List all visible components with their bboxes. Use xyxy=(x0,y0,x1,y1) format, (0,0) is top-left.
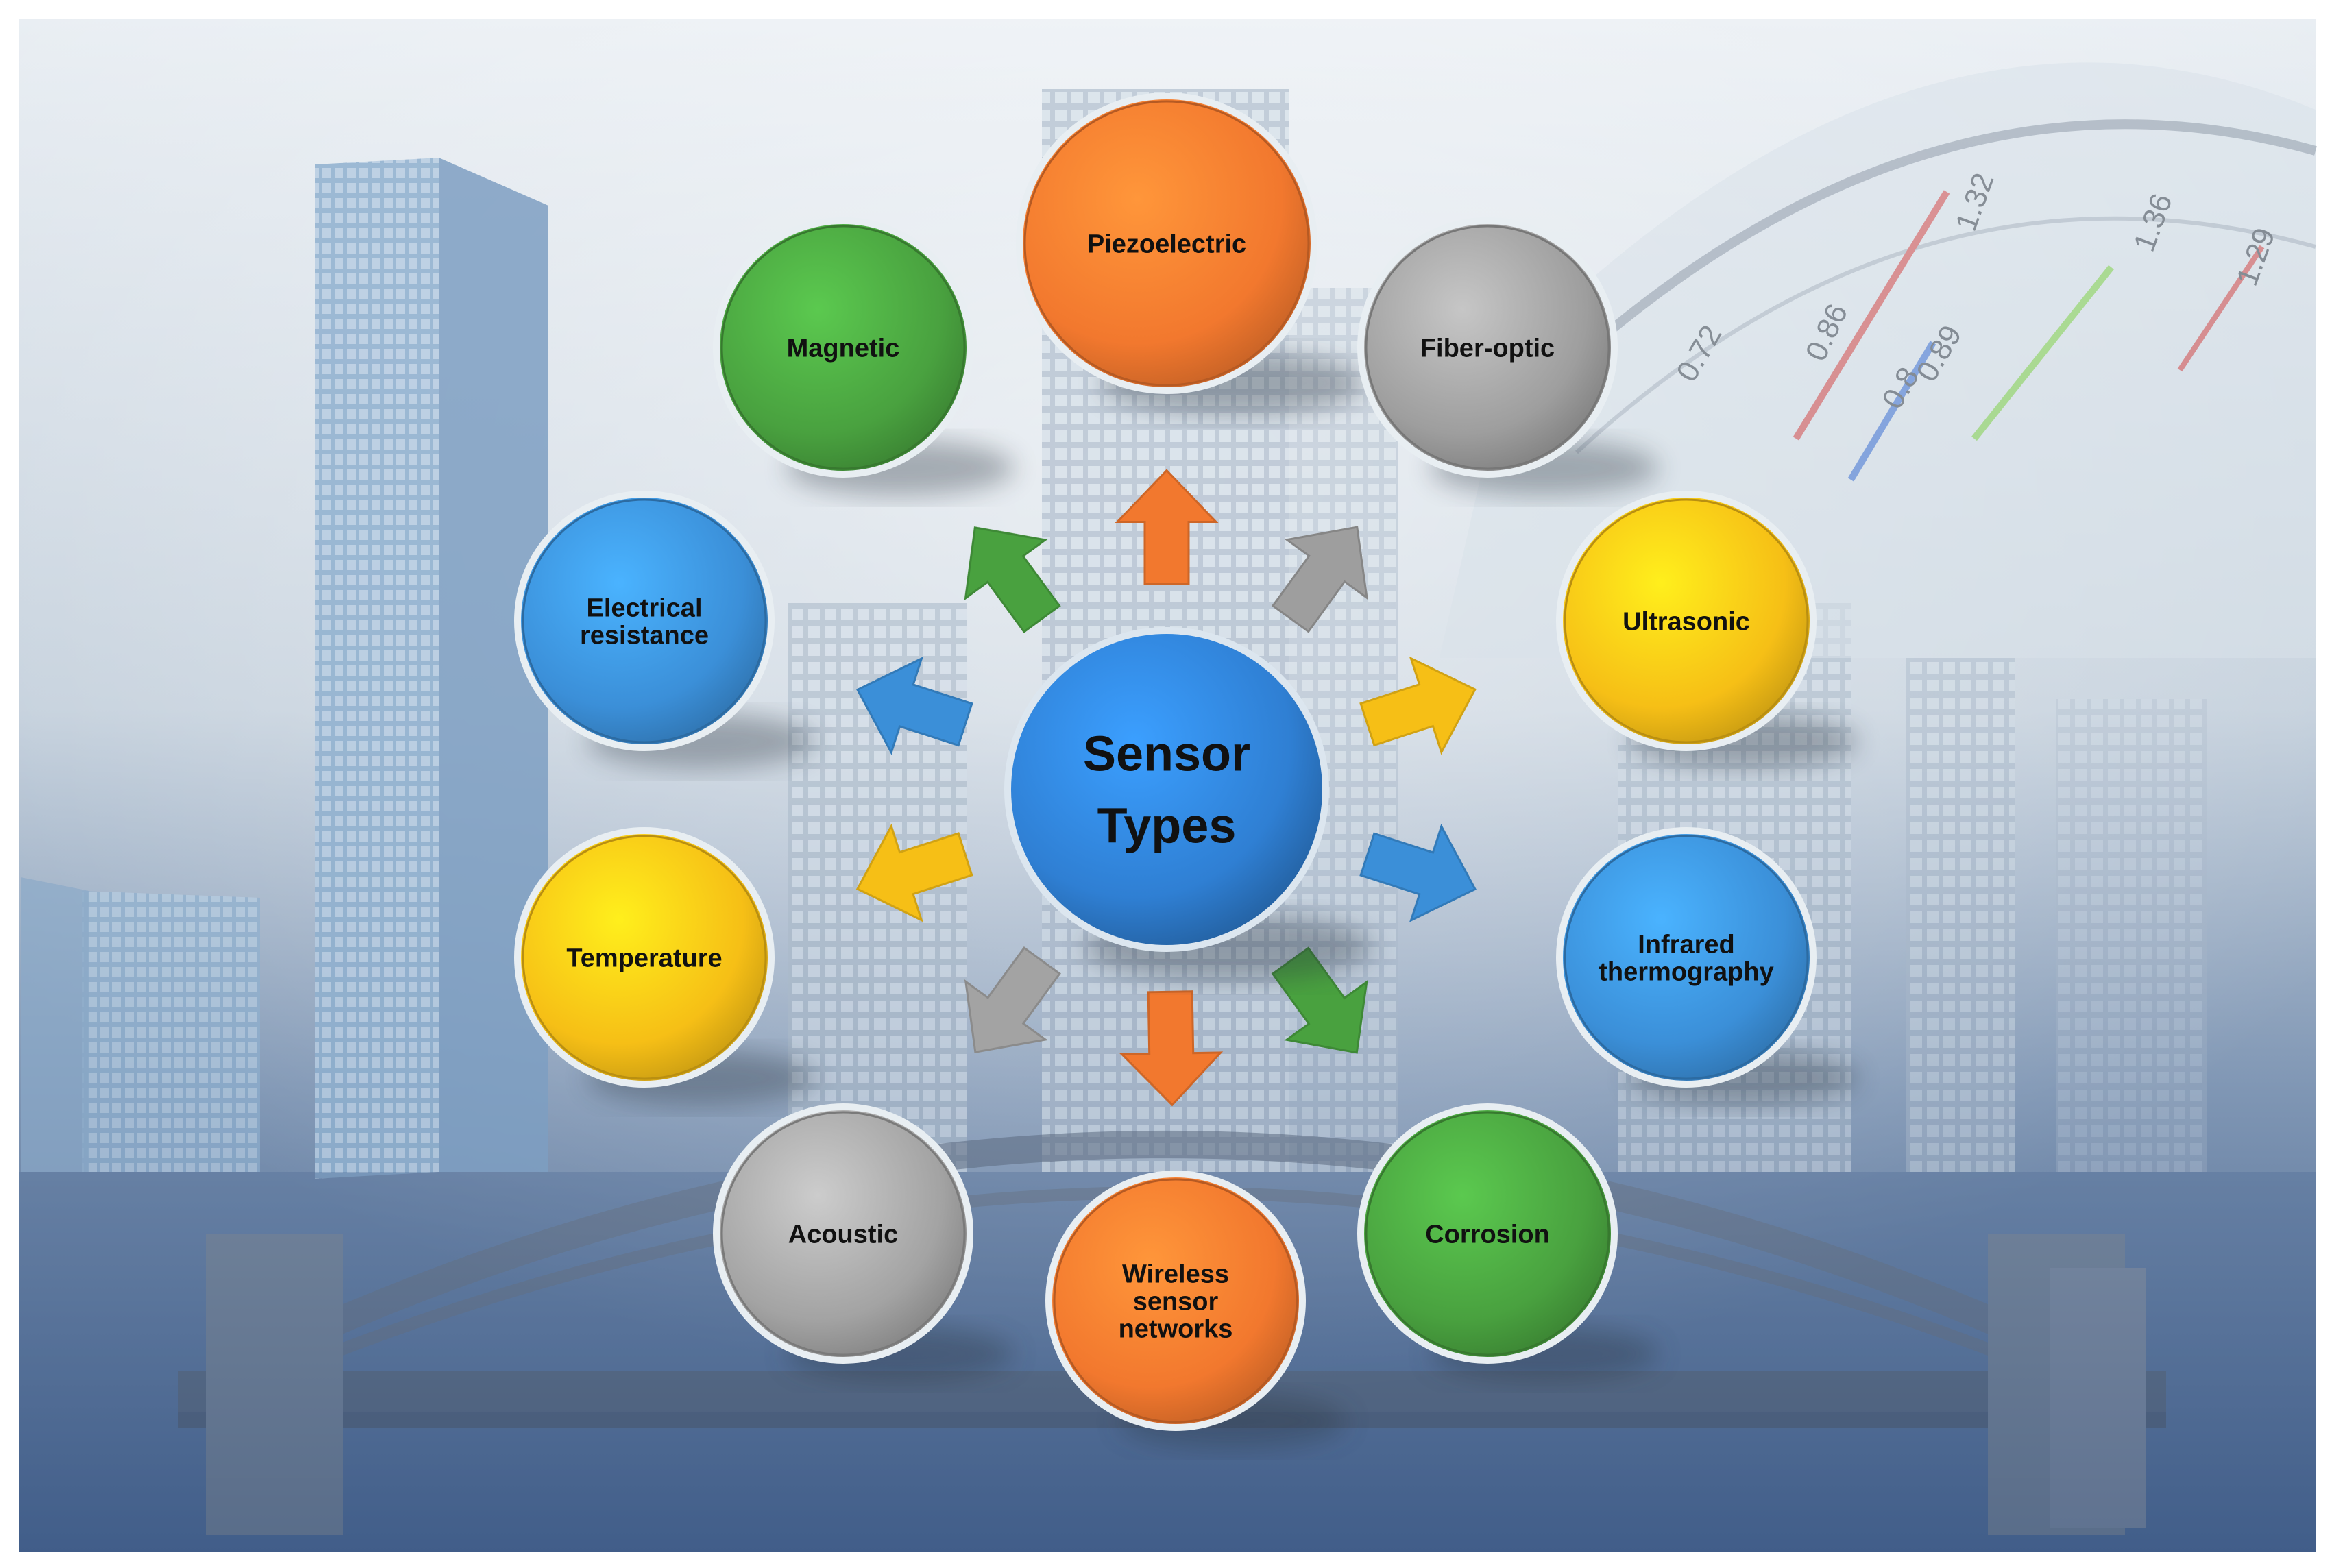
node-label: Fiber-optic xyxy=(1420,334,1555,363)
hub-label: Types xyxy=(1097,799,1237,854)
node-ring xyxy=(1564,835,1809,1080)
node-ring xyxy=(720,1111,966,1356)
node-fiber-optic: Fiber-optic xyxy=(1357,217,1618,478)
sensor-nodes: PiezoelectricFiber-opticUltrasonicInfrar… xyxy=(514,93,1817,1431)
yellow-circle-icon xyxy=(1556,491,1817,751)
node-label: Acoustic xyxy=(788,1220,898,1249)
node-label: Corrosion xyxy=(1425,1220,1550,1249)
node-label: Temperature xyxy=(566,944,722,972)
yellow-circle-icon xyxy=(514,827,775,1088)
node-label: Ultrasonic xyxy=(1623,607,1750,636)
node-ring xyxy=(522,498,767,744)
green-circle-icon xyxy=(1357,1103,1618,1364)
node-label: sensor xyxy=(1133,1287,1219,1316)
arrow-ultrasonic xyxy=(1359,656,1477,755)
connector-arrows xyxy=(855,469,1477,1107)
arrow-piezoelectric xyxy=(1115,469,1219,585)
green-circle-icon xyxy=(713,217,973,478)
node-ring xyxy=(1564,498,1809,744)
node-label: Electrical xyxy=(587,593,703,622)
node-ring xyxy=(522,835,767,1080)
node-label: Infrared xyxy=(1638,930,1734,959)
arrow-electrical-resistance xyxy=(855,657,973,755)
node-label: networks xyxy=(1119,1314,1233,1343)
node-ring xyxy=(720,225,966,470)
node-magnetic: Magnetic xyxy=(713,217,973,478)
node-piezoelectric: Piezoelectric xyxy=(1016,93,1317,394)
node-corrosion: Corrosion xyxy=(1357,1103,1618,1364)
blue-circle-icon xyxy=(514,491,775,751)
gray-circle-icon xyxy=(713,1103,973,1364)
node-ring xyxy=(1365,225,1610,470)
blue-circle-icon xyxy=(1004,627,1329,952)
hub-label: Sensor xyxy=(1083,727,1250,782)
arrow-fiber-optic xyxy=(1271,526,1368,633)
node-temperature: Temperature xyxy=(514,827,775,1088)
node-acoustic: Acoustic xyxy=(713,1103,973,1364)
node-ring xyxy=(1053,1178,1298,1423)
blue-circle-icon xyxy=(1556,827,1817,1088)
node-label: thermography xyxy=(1599,957,1773,986)
gray-circle-icon xyxy=(1357,217,1618,478)
node-label: Wireless xyxy=(1122,1260,1229,1288)
arrow-magnetic xyxy=(964,526,1061,633)
node-ring xyxy=(1365,1111,1610,1356)
arrow-infrared-thermography xyxy=(1359,824,1477,922)
orange-circle-icon xyxy=(1016,93,1317,394)
node-ultrasonic: Ultrasonic xyxy=(1556,491,1817,751)
orange-circle-icon xyxy=(1045,1171,1306,1431)
node-label: resistance xyxy=(580,621,709,650)
arrow-temperature xyxy=(855,823,973,922)
arrow-acoustic xyxy=(964,946,1061,1054)
node-ring xyxy=(1023,100,1310,387)
arrow-wireless-sensor-networks xyxy=(1119,990,1224,1107)
node-label: Piezoelectric xyxy=(1087,230,1246,258)
node-label: Magnetic xyxy=(787,334,900,363)
